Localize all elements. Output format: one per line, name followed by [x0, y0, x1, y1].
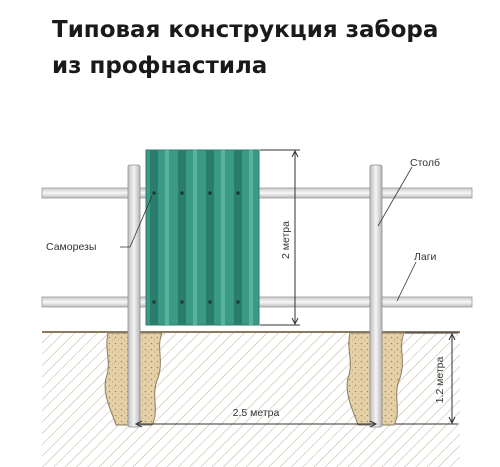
- screw: [180, 191, 184, 195]
- title-line-1: Типовая конструкция забора: [52, 17, 439, 43]
- profiled-sheet: [145, 149, 260, 326]
- screw: [236, 191, 240, 195]
- height-dimension: [260, 149, 300, 326]
- left-post: [127, 164, 141, 428]
- screw: [152, 191, 156, 195]
- screws-label: Саморезы: [46, 241, 96, 253]
- screw: [152, 300, 156, 304]
- screw: [208, 300, 212, 304]
- diagram-title: Типовая конструкция забора из профнастил…: [52, 12, 438, 84]
- depth-label: 1.2 метра: [434, 356, 446, 403]
- span-dimension: [134, 420, 378, 428]
- screw: [236, 300, 240, 304]
- post-leader: [377, 166, 413, 227]
- depth-dimension: [395, 332, 458, 425]
- screw: [180, 300, 184, 304]
- height-label: 2 метра: [280, 221, 292, 259]
- screws: [152, 191, 240, 304]
- post-label: Столб: [410, 157, 440, 169]
- span-label: 2.5 метра: [233, 407, 280, 419]
- rails-leader: [396, 261, 417, 302]
- rails-label: Лаги: [414, 251, 437, 263]
- right-post: [369, 164, 383, 428]
- screw: [208, 191, 212, 195]
- screws-leader: [120, 195, 153, 248]
- title-line-2: из профнастила: [52, 53, 268, 79]
